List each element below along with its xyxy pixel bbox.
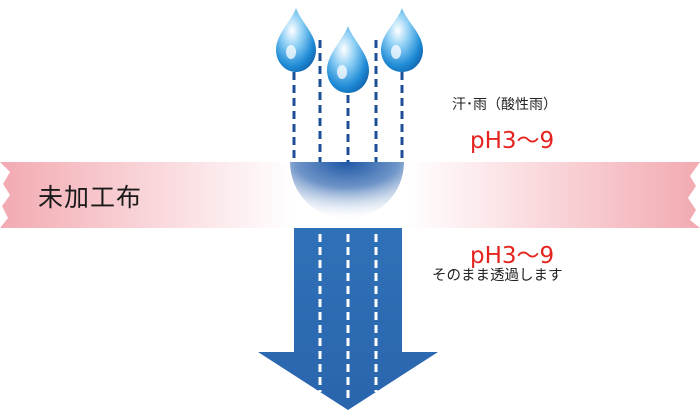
absorbed-water-area	[290, 162, 404, 219]
fabric-label: 未加工布	[38, 183, 143, 212]
ph-above-label: pH3〜9	[470, 128, 555, 154]
pass-through-label: そのまま透過します	[432, 268, 563, 284]
rain-label: 汗･雨（酸性雨）	[452, 97, 557, 113]
water-drop-icon	[381, 8, 423, 72]
water-drop-icon	[276, 8, 316, 72]
ph-below-label: pH3〜9	[470, 243, 555, 269]
pass-through-streams	[318, 234, 378, 400]
rain-streams	[292, 40, 404, 162]
water-drop-icon	[327, 26, 369, 93]
